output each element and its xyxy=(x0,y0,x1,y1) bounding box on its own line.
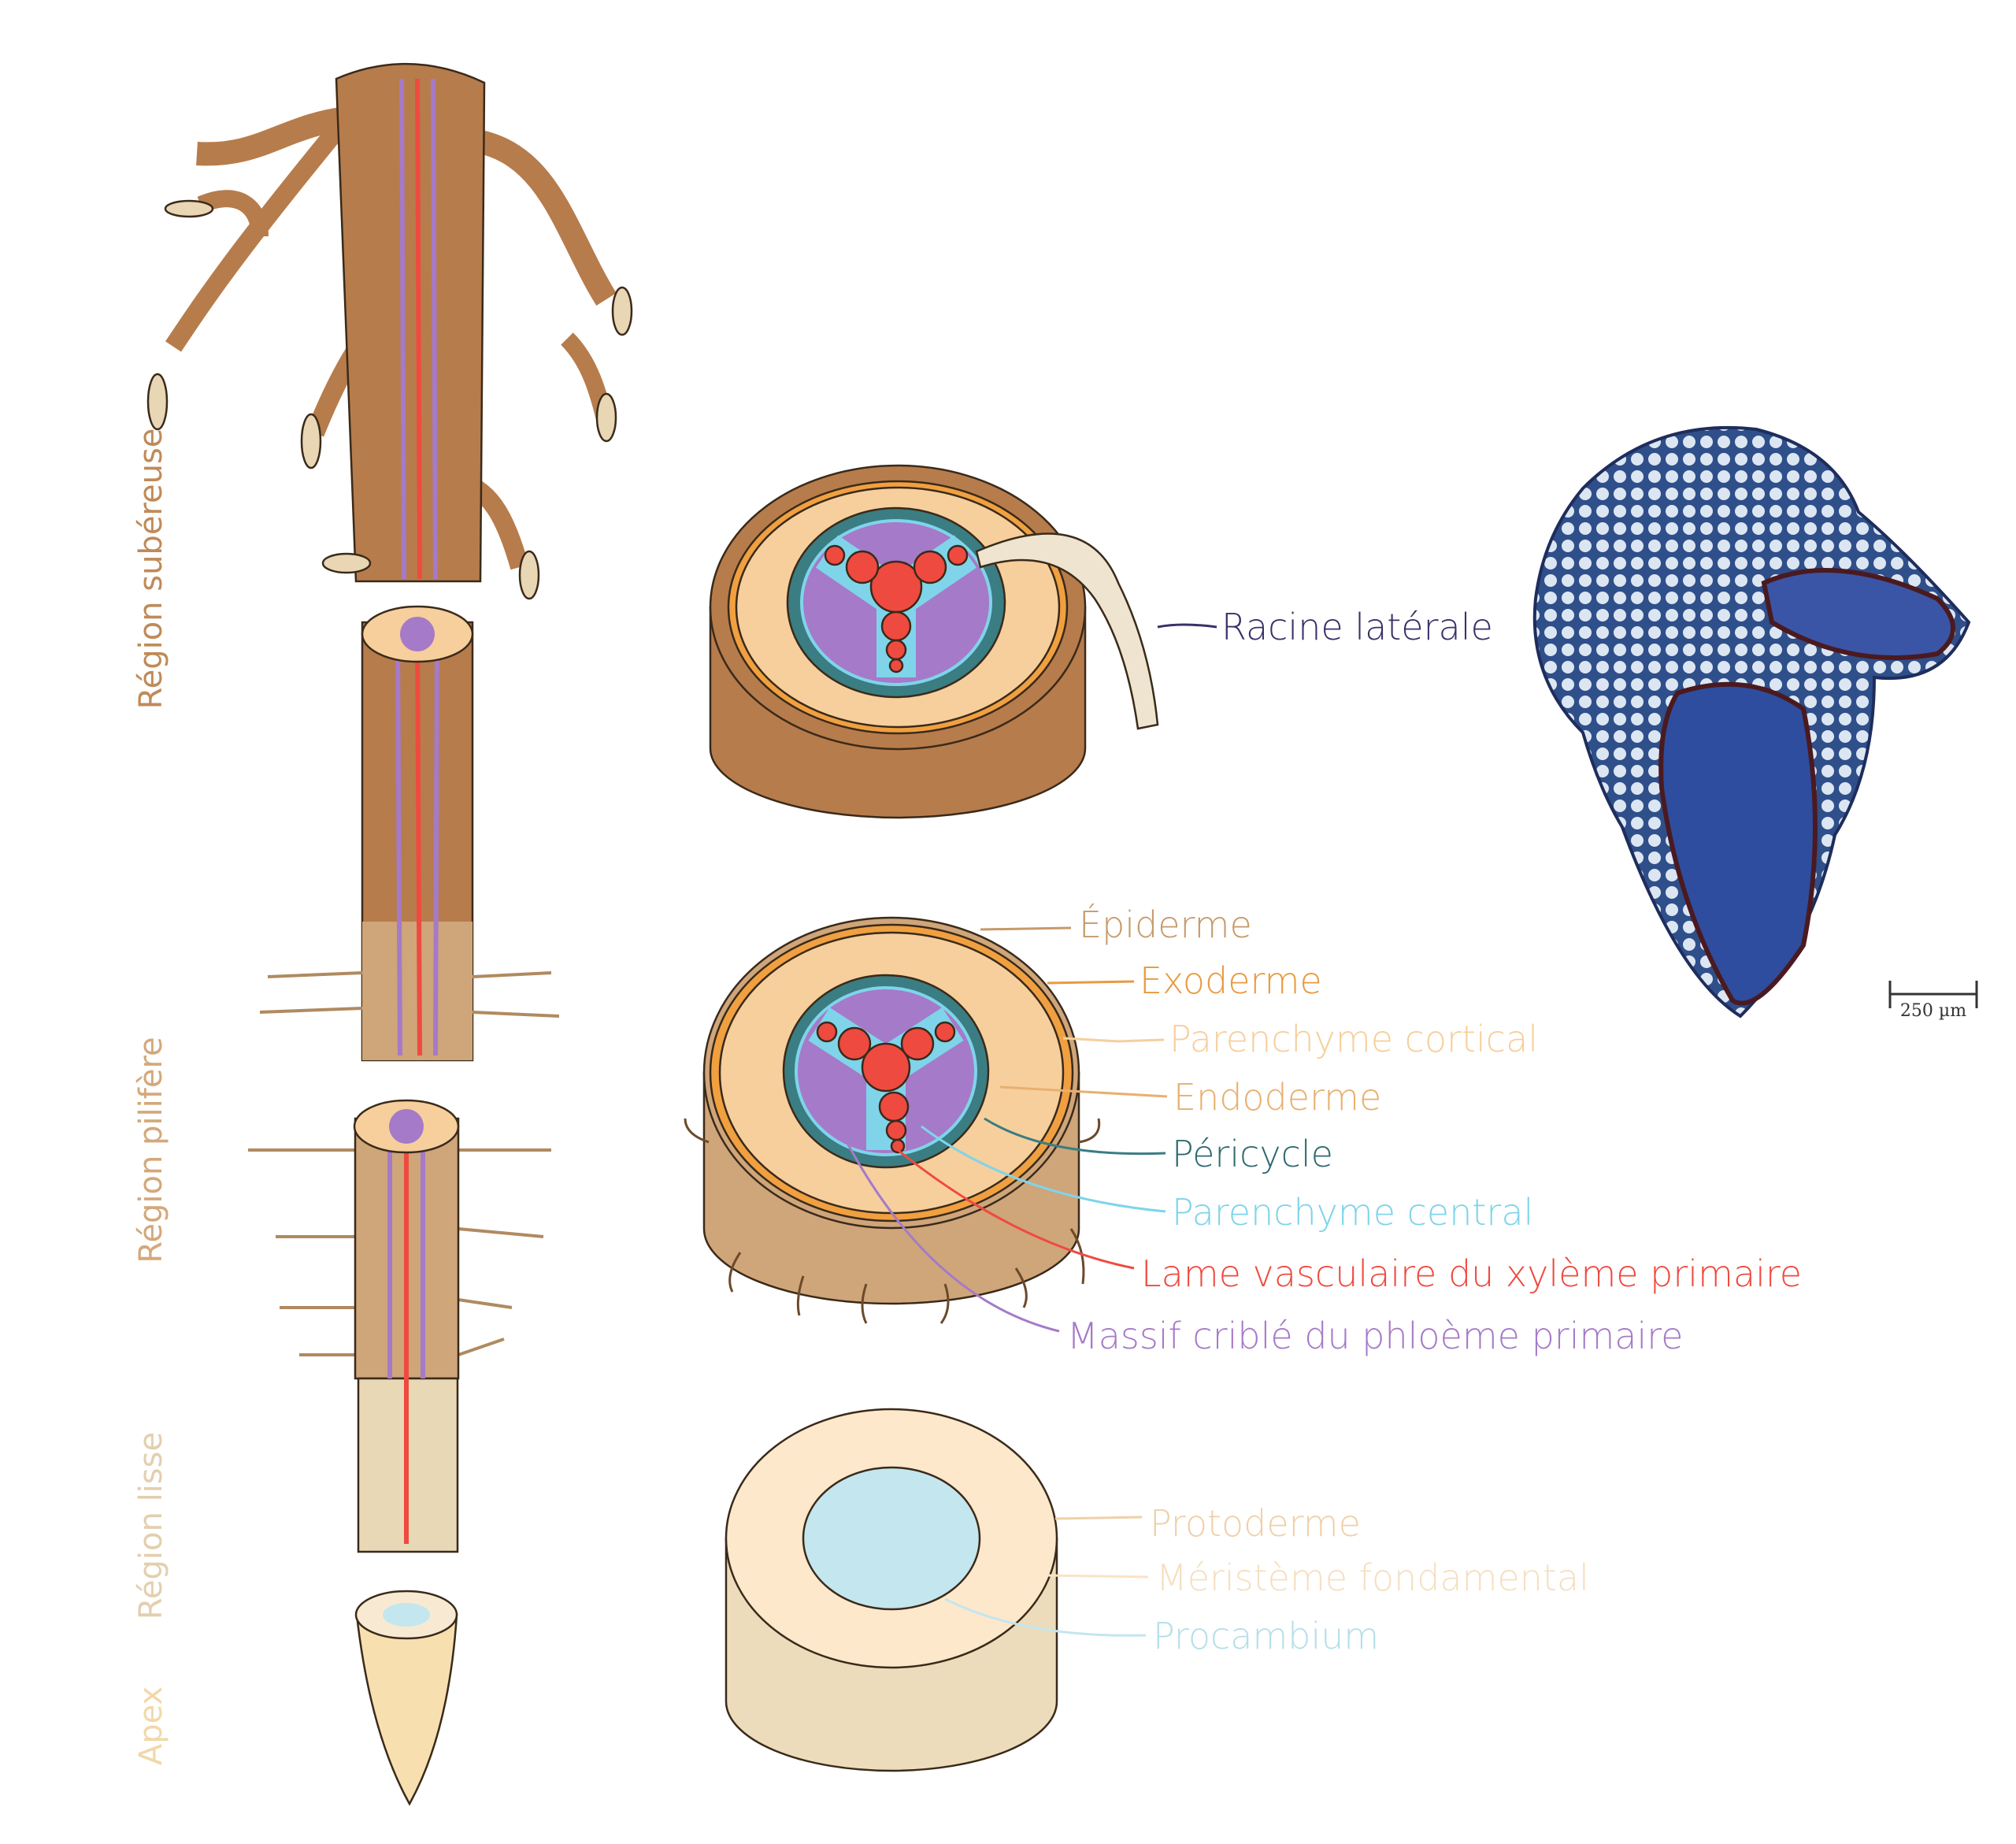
cross-section-suberous xyxy=(709,464,1217,819)
label-xylem: Lame vasculaire du xylème primaire xyxy=(1141,1252,1802,1295)
label-lateral-root: Racine latérale xyxy=(1221,606,1493,648)
scale-bar: 250 µm xyxy=(1888,981,1978,1021)
label-phloem: Massif criblé du phloème primaire xyxy=(1067,1315,1683,1357)
region-label-suberous: Région subéreuse xyxy=(133,429,169,710)
label-pericycle: Péricycle xyxy=(1172,1133,1333,1175)
root-upper-piliferous-segment xyxy=(259,605,560,1062)
region-label-piliferous: Région pilifère xyxy=(133,1037,169,1263)
lateral-root-cross xyxy=(975,532,1159,730)
region-label-smooth: Région lisse xyxy=(133,1432,169,1620)
root-suberous-segment xyxy=(146,62,633,600)
root-apex-segment xyxy=(354,1590,458,1806)
scale-bar-label: 250 µm xyxy=(1900,1001,1966,1021)
cross-section-piliferous xyxy=(684,916,1168,1333)
label-cortical-parenchyma: Parenchyme cortical xyxy=(1169,1018,1538,1060)
label-epidermis: Épiderme xyxy=(1079,903,1252,946)
label-protoderm: Protoderme xyxy=(1150,1502,1361,1545)
label-procambium: Procambium xyxy=(1153,1615,1379,1657)
label-exodermis: Exoderme xyxy=(1140,959,1322,1002)
label-ground-meristem: Méristème fondamental xyxy=(1156,1556,1589,1599)
label-endodermis: Endoderme xyxy=(1173,1076,1381,1119)
root-piliferous-segment xyxy=(248,1099,551,1553)
root-micrograph: 250 µm xyxy=(1532,425,1978,1021)
label-central-parenchyma: Parenchyme central xyxy=(1172,1191,1533,1234)
region-label-apex: Apex xyxy=(133,1686,169,1765)
cross-section-apex xyxy=(724,1408,1149,1772)
